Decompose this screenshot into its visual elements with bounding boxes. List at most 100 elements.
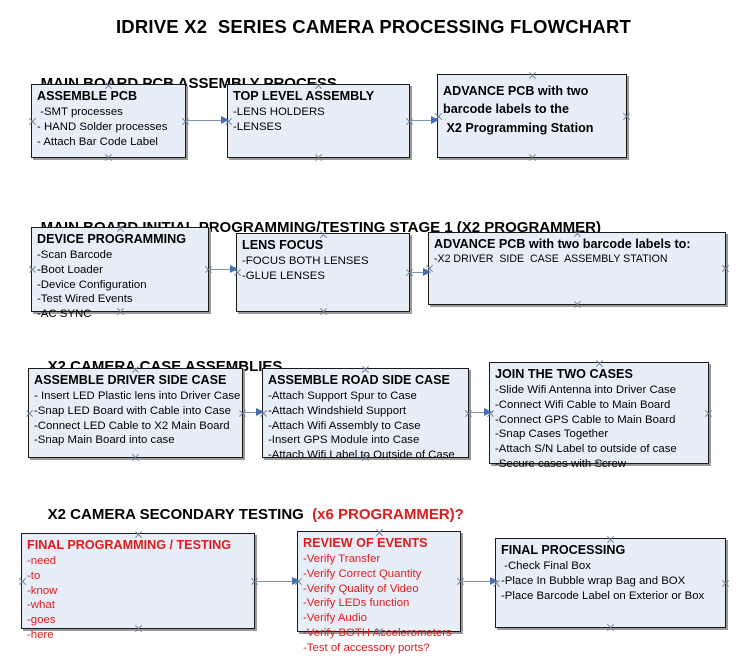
- node-line: -Place Barcode Label on Exterior or Box: [501, 589, 705, 602]
- node-device-programming[interactable]: DEVICE PROGRAMMING -Scan Barcode -Boot L…: [28, 227, 209, 320]
- node-line: -Connect LED Cable to X2 Main Board: [34, 419, 230, 432]
- node-line: -Boot Loader: [37, 263, 103, 276]
- connection-handle-left[interactable]: [28, 117, 37, 126]
- connection-handle-right[interactable]: [622, 112, 631, 121]
- arrow-device-programming-to-lens-focus: [209, 265, 239, 274]
- node-heading: LENS FOCUS: [242, 238, 324, 252]
- node-heading: ASSEMBLE DRIVER SIDE CASE: [34, 373, 227, 387]
- section-title-accent: (x6 PROGRAMMER)?: [312, 506, 464, 523]
- node-line: -Attach Wifi Label to Outside of Case: [268, 449, 455, 462]
- node-line: -Insert GPS Module into Case: [268, 434, 420, 447]
- node-line: -Test Wired Events: [37, 293, 133, 306]
- node-heading: FINAL PROCESSING: [501, 543, 626, 557]
- connection-handle-bottom[interactable]: [314, 153, 323, 162]
- node-line: -Secure cases with Screw: [495, 458, 627, 470]
- node-line: -Verify Transfer: [303, 552, 381, 565]
- connection-handle-left[interactable]: [28, 265, 37, 274]
- node-line: -AC SYNC: [37, 308, 92, 321]
- node-line: -Place In Bubble wrap Bag and BOX: [501, 574, 686, 587]
- node-line: -Verify Correct Quantity: [303, 567, 422, 580]
- node-line: -LENSES: [233, 120, 282, 133]
- node-final-processing[interactable]: FINAL PROCESSING -Check Final Box -Place…: [495, 538, 726, 628]
- node-line: -what: [27, 599, 55, 612]
- node-line: -Connect GPS Cable to Main Board: [495, 413, 676, 426]
- connection-handle-bottom[interactable]: [528, 153, 537, 162]
- node-heading: TOP LEVEL ASSEMBLY: [233, 89, 375, 103]
- connection-handle-bottom[interactable]: [104, 153, 113, 162]
- node-line: -here: [27, 629, 54, 641]
- node-join-the-two-cases[interactable]: JOIN THE TWO CASES -Slide Wifi Antenna i…: [486, 362, 709, 470]
- node-assemble-road-side-case[interactable]: ASSEMBLE ROAD SIDE CASE -Attach Support …: [259, 368, 469, 461]
- section-title-x2-camera-secondary-testing: X2 CAMERA SECONDARY TESTING (x6 PROGRAMM…: [31, 489, 464, 540]
- connection-handle-right[interactable]: [181, 117, 190, 126]
- node-heading: FINAL PROGRAMMING / TESTING: [27, 538, 232, 552]
- node-line: -Attach Windshield Support: [268, 404, 407, 417]
- connection-handle-right[interactable]: [250, 577, 259, 586]
- node-line: -know: [27, 584, 58, 597]
- node-line: -Check Final Box: [501, 559, 591, 572]
- node-heading: JOIN THE TWO CASES: [495, 367, 633, 381]
- connection-handle-left[interactable]: [425, 264, 434, 273]
- node-line: - HAND Solder processes: [37, 120, 168, 133]
- node-assemble-driver-side-case[interactable]: ASSEMBLE DRIVER SIDE CASE - Insert LED P…: [28, 368, 243, 458]
- connection-handle-left[interactable]: [233, 268, 242, 277]
- node-line: -Verify Audio: [303, 612, 367, 625]
- node-line: -GLUE LENSES: [242, 269, 325, 282]
- connection-handle-right[interactable]: [238, 409, 247, 418]
- connection-handle-right[interactable]: [721, 579, 730, 588]
- connection-handle-left[interactable]: [486, 409, 495, 418]
- node-line: -Attach Wifi Assembly to Case: [268, 419, 421, 432]
- connection-handle-right[interactable]: [405, 117, 414, 126]
- connection-handle-left[interactable]: [224, 117, 233, 126]
- connection-handle-right[interactable]: [405, 268, 414, 277]
- connection-handle-left[interactable]: [259, 409, 268, 418]
- node-line: -Slide Wifi Antenna into Driver Case: [495, 383, 677, 396]
- node-line: -Snap Main Board into case: [34, 434, 175, 447]
- node-line-overflow: -Test of accessory ports?: [303, 641, 430, 654]
- arrow-assemble-pcb-to-top-level: [186, 116, 230, 125]
- node-lens-focus[interactable]: LENS FOCUS -FOCUS BOTH LENSES -GLUE LENS…: [236, 233, 410, 312]
- node-line: -Verify LEDs function: [303, 597, 410, 610]
- section-title-text: X2 CAMERA SECONDARY TESTING: [47, 506, 313, 523]
- node-heading: ASSEMBLE PCB: [37, 89, 138, 103]
- connection-handle-bottom[interactable]: [131, 453, 140, 462]
- node-heading: DEVICE PROGRAMMING: [37, 232, 187, 246]
- node-line: -Connect Wifi Cable to Main Board: [495, 398, 671, 411]
- connection-handle-left[interactable]: [18, 577, 27, 586]
- node-advance-pcb-programming-station[interactable]: ADVANCE PCB with two barcode labels to t…: [437, 74, 627, 158]
- connection-handle-left[interactable]: [25, 409, 34, 418]
- page-title: IDRIVE X2 SERIES CAMERA PROCESSING FLOWC…: [115, 16, 632, 37]
- node-final-programming-testing[interactable]: FINAL PROGRAMMING / TESTING -need -to -k…: [18, 533, 255, 641]
- connection-handle-bottom[interactable]: [319, 307, 328, 316]
- connection-handle-right[interactable]: [204, 265, 213, 274]
- node-line: -Snap LED Board with Cable into Case: [34, 404, 231, 417]
- node-line: -Device Configuration: [37, 278, 147, 291]
- node-line: -goes: [27, 614, 56, 627]
- connection-handle-right[interactable]: [456, 577, 465, 586]
- node-heading: ASSEMBLE ROAD SIDE CASE: [268, 373, 450, 387]
- node-line: -need: [27, 554, 57, 567]
- connection-handle-right[interactable]: [704, 409, 713, 418]
- node-advance-pcb-driver-side-case[interactable]: ADVANCE PCB with two barcode labels to: …: [428, 232, 726, 305]
- node-line: -SMT processes: [37, 105, 123, 118]
- connection-handle-bottom[interactable]: [606, 623, 615, 632]
- connection-handle-top[interactable]: [528, 71, 537, 80]
- connection-handle-left[interactable]: [434, 112, 443, 121]
- node-line: -to: [27, 569, 41, 582]
- node-top-level-assembly[interactable]: TOP LEVEL ASSEMBLY -LENS HOLDERS -LENSES: [227, 84, 410, 158]
- connection-handle-left[interactable]: [294, 577, 303, 586]
- node-line: -FOCUS BOTH LENSES: [242, 254, 369, 267]
- arrow-review-of-events-to-final-processing: [461, 577, 499, 586]
- arrow-top-level-to-advance-pcb: [410, 116, 440, 125]
- node-assemble-pcb[interactable]: ASSEMBLE PCB -SMT processes - HAND Solde…: [31, 84, 186, 158]
- connection-handle-left[interactable]: [492, 579, 501, 588]
- connection-handle-right[interactable]: [464, 409, 473, 418]
- node-review-of-events[interactable]: REVIEW OF EVENTS -Verify Transfer -Verif…: [294, 531, 461, 654]
- connection-handle-right[interactable]: [721, 264, 730, 273]
- node-line: -Attach Support Spur to Case: [268, 389, 417, 402]
- connection-handle-bottom[interactable]: [573, 300, 582, 309]
- node-line: -Verify Quality of Video: [303, 582, 419, 595]
- arrow-final-programming-to-review-of-events: [255, 577, 301, 586]
- node-line: -Snap Cases Together: [495, 428, 609, 441]
